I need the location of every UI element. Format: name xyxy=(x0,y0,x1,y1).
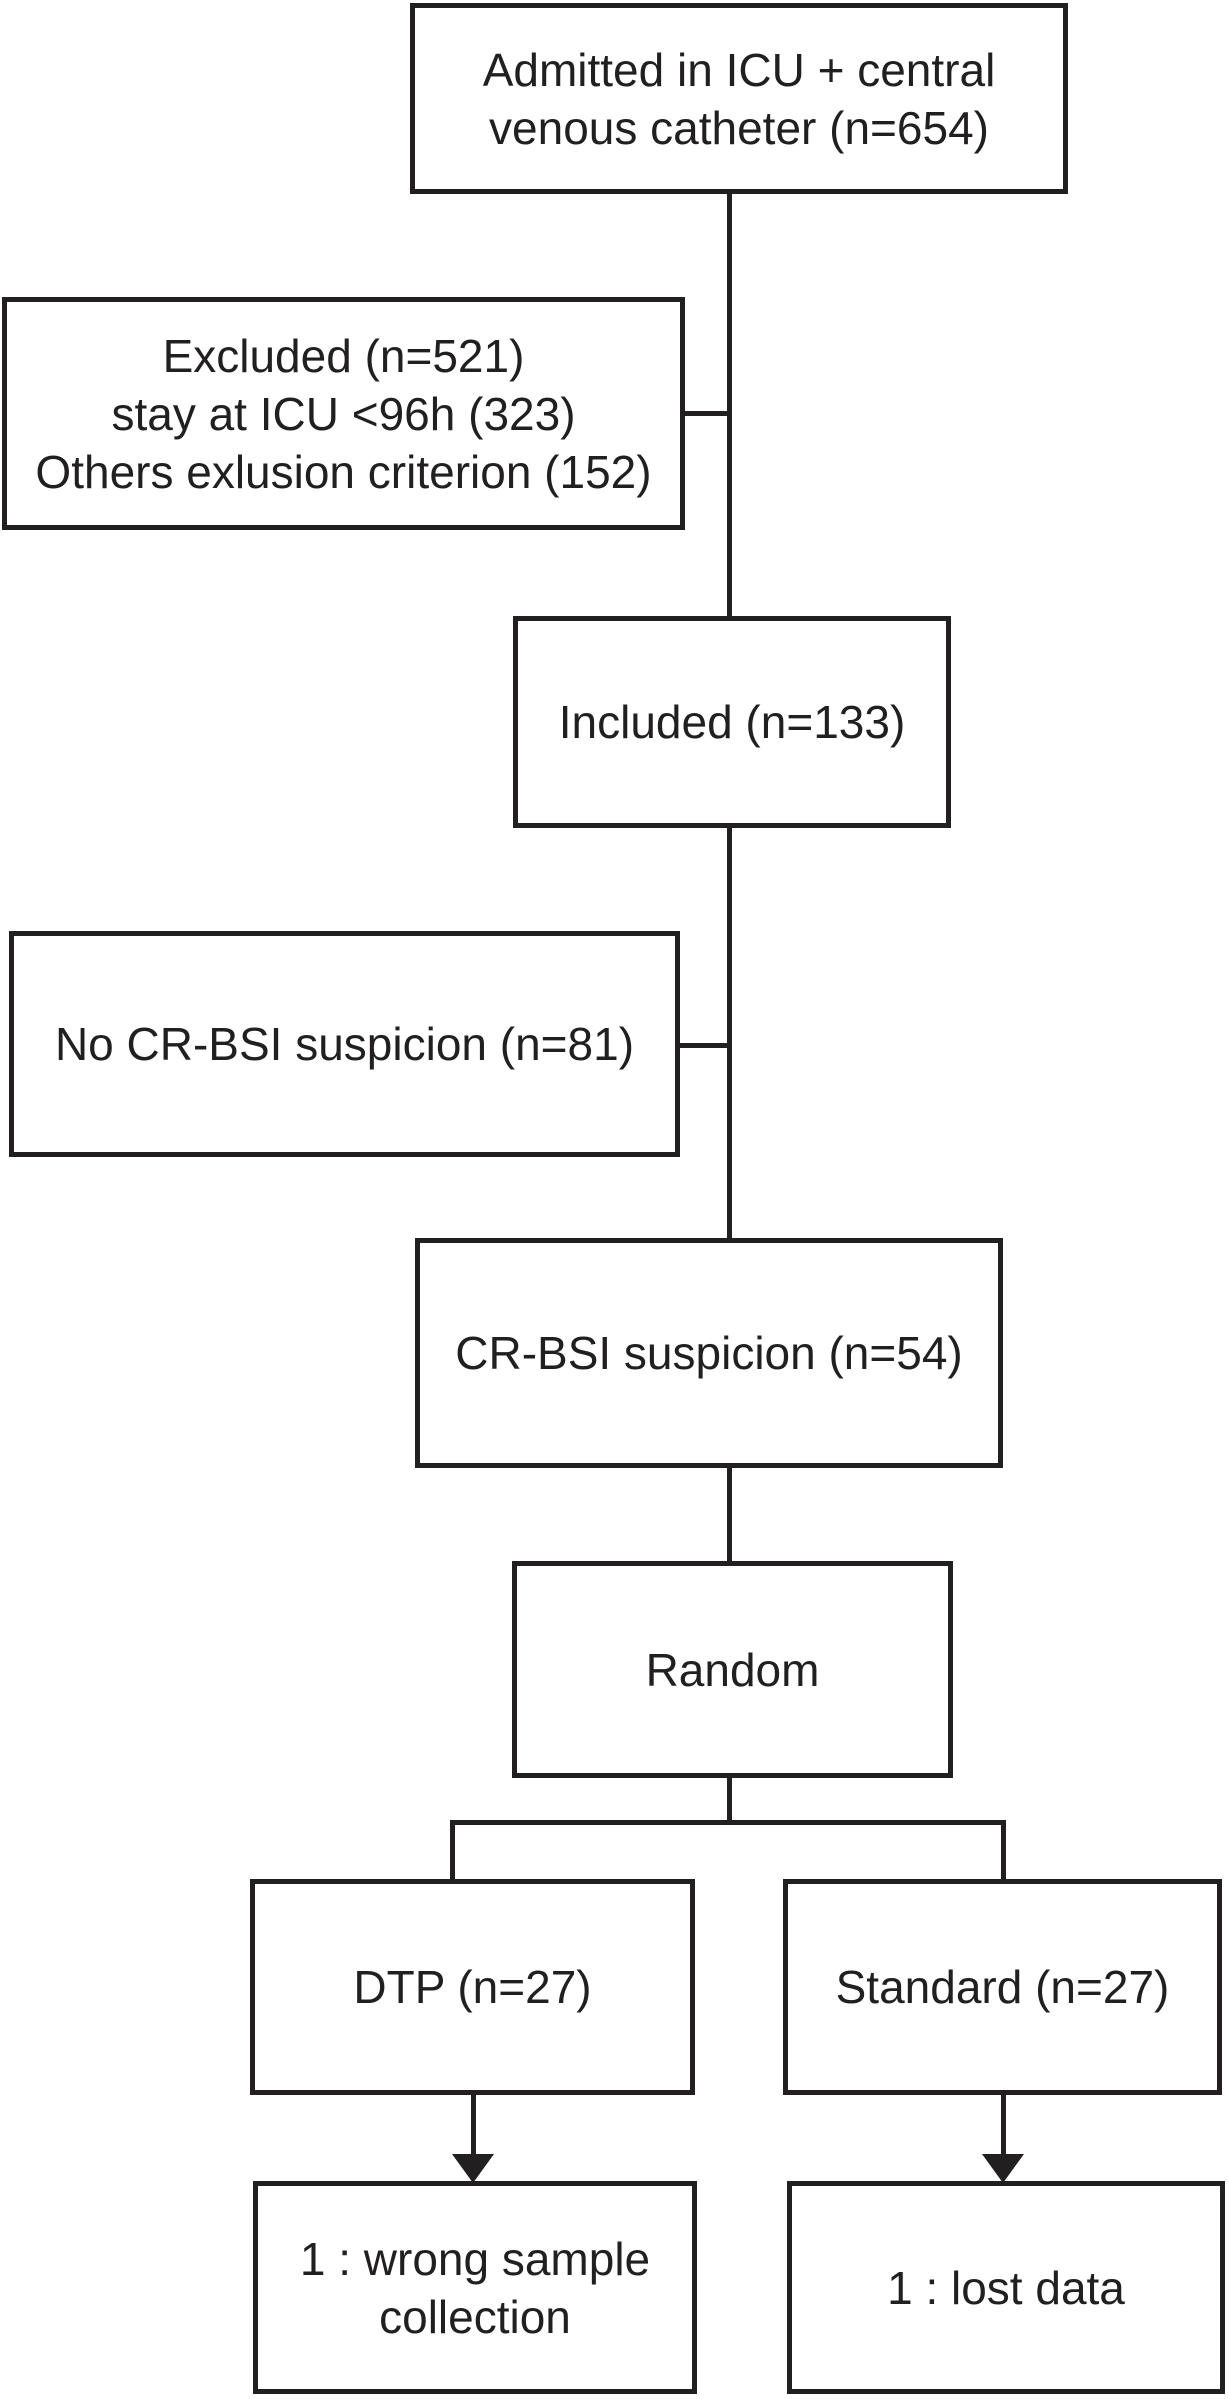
spine-line-random-to-split xyxy=(727,1774,732,1825)
no-crbsi-suspicion-box-line-1: No CR-BSI suspicion (n=81) xyxy=(54,1018,635,1070)
dtp-down-arrowhead-icon xyxy=(452,2154,494,2183)
no-crbsi-branch-line xyxy=(678,1043,731,1048)
excluded-box-line-3: Others exlusion criterion (152) xyxy=(35,445,652,498)
lost-data-box: 1 : lost data xyxy=(787,2181,1225,2394)
excluded-branch-line xyxy=(683,411,731,416)
admitted-box-line-2: venous catheter (n=654) xyxy=(489,101,989,154)
crbsi-suspicion-box: CR-BSI suspicion (n=54) xyxy=(415,1238,1003,1468)
lost-data-box-line-1: 1 : lost data xyxy=(887,2261,1125,2314)
split-drop-line-dtp xyxy=(450,1820,455,1883)
wrong-sample-box-line-2: collection xyxy=(379,2290,571,2343)
standard-box: Standard (n=27) xyxy=(783,1879,1222,2095)
standard-box-line-1: Standard (n=27) xyxy=(835,1961,1170,2013)
wrong-sample-box-line-1: 1 : wrong sample xyxy=(299,2232,651,2285)
spine-line-crbsi-to-random xyxy=(727,1464,732,1565)
excluded-box-line-2: stay at ICU <96h (323) xyxy=(111,387,576,440)
standard-down-arrowhead-icon xyxy=(982,2154,1024,2183)
admitted-box: Admitted in ICU + central venous cathete… xyxy=(410,3,1068,194)
wrong-sample-box: 1 : wrong sample collection xyxy=(253,2181,697,2394)
standard-arrow-shaft xyxy=(1001,2093,1006,2159)
spine-line-included-to-crbsi xyxy=(727,824,732,1242)
dtp-box: DTP (n=27) xyxy=(250,1879,695,2095)
admitted-box-line-1: Admitted in ICU + central xyxy=(482,43,996,96)
spine-line-admitted-to-included xyxy=(727,190,732,620)
included-box: Included (n=133) xyxy=(513,616,951,828)
dtp-arrow-shaft xyxy=(471,2093,476,2159)
random-box: Random xyxy=(512,1561,953,1778)
dtp-box-line-1: DTP (n=27) xyxy=(353,1961,592,2013)
excluded-box: Excluded (n=521) stay at ICU <96h (323) … xyxy=(2,297,685,530)
split-drop-line-standard xyxy=(1001,1820,1006,1883)
randomization-split-line xyxy=(450,1820,1006,1825)
excluded-box-line-1: Excluded (n=521) xyxy=(162,329,525,382)
random-box-line-1: Random xyxy=(645,1643,820,1696)
included-box-line-1: Included (n=133) xyxy=(558,696,906,748)
no-crbsi-suspicion-box: No CR-BSI suspicion (n=81) xyxy=(9,931,680,1157)
crbsi-suspicion-box-line-1: CR-BSI suspicion (n=54) xyxy=(455,1327,963,1379)
